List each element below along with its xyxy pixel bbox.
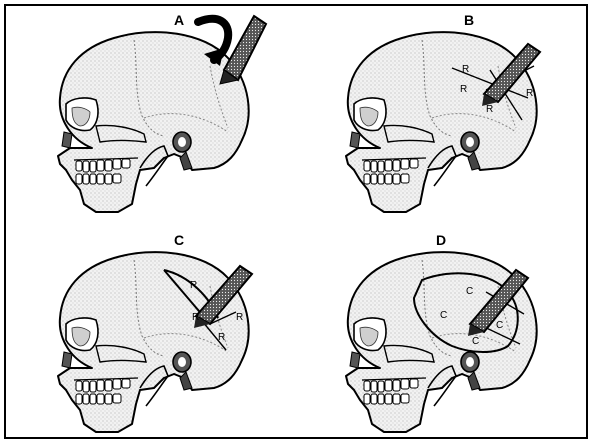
resection-mark: R	[462, 64, 469, 75]
figure-frame: A B R R R R C R R R R	[4, 4, 588, 439]
panel-a: A	[14, 8, 294, 218]
panel-label-d: D	[436, 232, 446, 248]
panel-b: B R R R R	[302, 8, 582, 218]
panel-d: D C C C C	[302, 228, 582, 438]
panel-label-a: A	[174, 12, 184, 28]
resection-mark: R	[192, 312, 199, 323]
skull-illustration-b	[302, 8, 582, 218]
resection-mark: R	[486, 104, 493, 115]
skull-illustration-d	[302, 228, 582, 438]
resection-mark: R	[218, 332, 225, 343]
skull-illustration-c	[14, 228, 294, 438]
cut-mark: C	[496, 320, 503, 331]
panel-label-c: C	[174, 232, 184, 248]
cut-mark: C	[440, 310, 447, 321]
resection-mark: R	[190, 280, 197, 291]
skull-illustration-a	[14, 8, 294, 218]
panel-c: C R R R R	[14, 228, 294, 438]
cut-mark: C	[472, 336, 479, 347]
panel-label-b: B	[464, 12, 474, 28]
resection-mark: R	[236, 312, 243, 323]
cut-mark: C	[466, 286, 473, 297]
resection-mark: R	[526, 88, 533, 99]
resection-mark: R	[460, 84, 467, 95]
